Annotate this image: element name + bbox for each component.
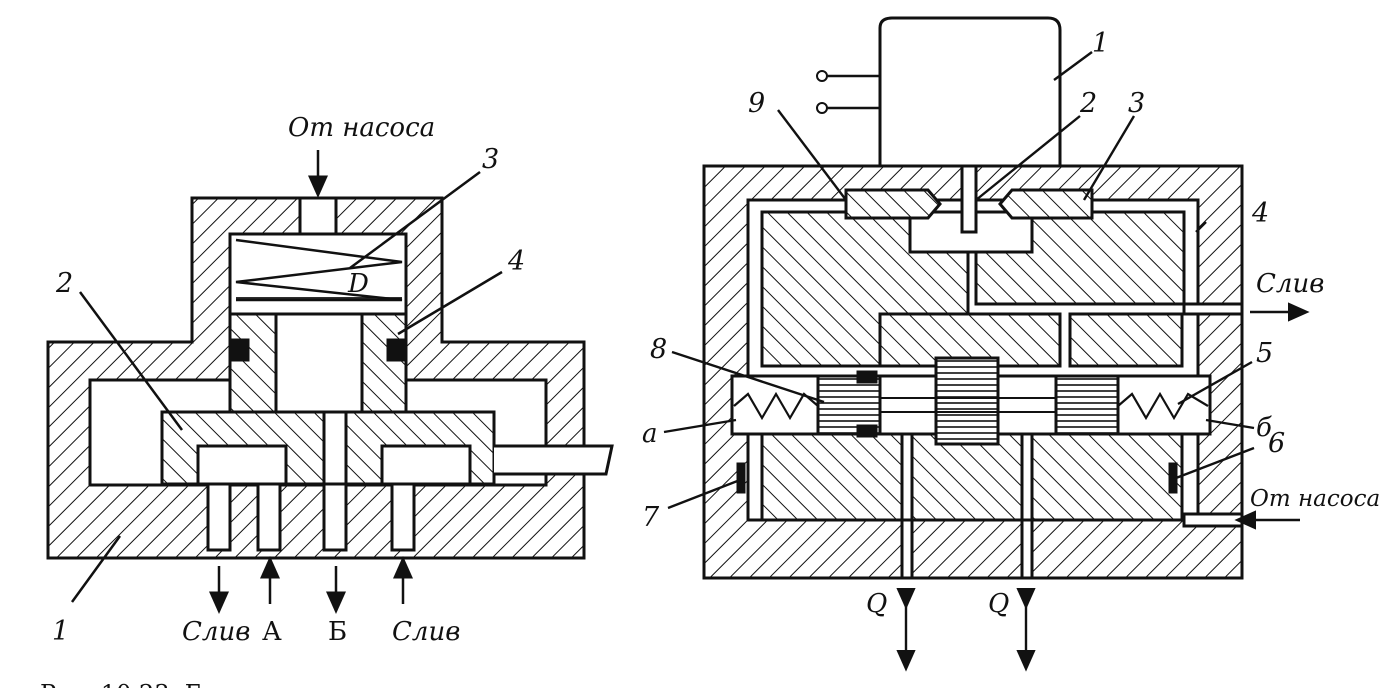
leader-r5: [1177, 360, 1253, 406]
right-part-8: 8: [650, 334, 667, 365]
label-a: а: [642, 419, 658, 449]
lower-block-right: [1030, 432, 1184, 522]
right-flow-arrows: [663, 51, 1310, 672]
right-part-7: 7: [642, 502, 660, 533]
spool-land-left: [816, 374, 882, 436]
inlet-channel: [298, 196, 338, 236]
label-drain-left: Слив: [182, 617, 250, 647]
label-drain-right: Слив: [392, 617, 460, 647]
filter-7: [736, 462, 746, 494]
lower-block-left: [760, 432, 904, 522]
left-part-3: 3: [482, 144, 499, 175]
right-part-9: 9: [748, 88, 765, 119]
left-part-2: 2: [55, 268, 73, 299]
leader-r1: [1053, 51, 1093, 81]
label-port-b: Б: [328, 617, 347, 647]
slider-pocket-right: [380, 444, 472, 486]
leader-4: [397, 270, 503, 336]
leader-r3: [1082, 115, 1136, 201]
right-valve-diagram: [702, 16, 1244, 580]
slider-slot: [322, 410, 348, 486]
left-part-1: 1: [52, 616, 69, 647]
leader-rb: [1205, 418, 1255, 430]
nozzle-9: [844, 188, 942, 220]
port-b: [322, 482, 348, 552]
leader-2: [78, 291, 184, 431]
port-drain-right: [390, 482, 416, 552]
terminal-bottom: [816, 102, 828, 114]
nozzle-3: [998, 188, 1094, 220]
label-drain-right-diagram: Слив: [1256, 269, 1324, 299]
filter-6: [1168, 462, 1178, 494]
label-b: б: [1256, 413, 1272, 443]
leader-ra: [663, 418, 737, 434]
spring-3: [235, 238, 403, 302]
outlet-left: [900, 518, 914, 580]
label-q-right: Q: [988, 589, 1009, 619]
label-q-left: Q: [866, 589, 887, 619]
right-part-1: 1: [1092, 28, 1109, 59]
seal-right: [386, 338, 406, 362]
slider-pocket-left: [196, 444, 288, 486]
spool-land-center: [934, 356, 1000, 446]
label-dimension-d: D: [347, 269, 369, 299]
right-part-6: 6: [1268, 428, 1285, 459]
leader-r9: [777, 109, 847, 201]
label-from-pump-right: От насоса: [1250, 486, 1380, 512]
leader-3: [349, 170, 481, 270]
leader-r6: [1175, 446, 1255, 480]
leader-r7: [667, 478, 741, 510]
spool-land-right: [1054, 374, 1120, 436]
seal-8-top: [856, 370, 878, 384]
plunger-bore: [274, 312, 364, 414]
pump-port: [1182, 512, 1244, 528]
right-part-4: 4: [1251, 198, 1269, 229]
torque-motor-1: [878, 16, 1062, 168]
spring-5: [1117, 391, 1209, 421]
label-from-pump-left: От насоса: [288, 113, 435, 143]
seal-8-bottom: [856, 424, 878, 438]
right-part-2: 2: [1079, 88, 1097, 119]
figure-caption: Рис. 10.23. Гидр: [40, 680, 247, 688]
leader-r4: [1195, 221, 1207, 233]
right-part-5: 5: [1256, 338, 1273, 369]
drain-port: [1182, 302, 1244, 316]
left-valve-diagram: [46, 196, 614, 560]
leader-r8: [671, 350, 825, 404]
left-flow-arrows: [70, 150, 503, 614]
terminal-top: [816, 70, 828, 82]
port-a: [256, 482, 282, 552]
right-part-3: 3: [1128, 88, 1145, 119]
port-drain-left: [206, 482, 232, 552]
leader-r2: [975, 115, 1081, 201]
left-part-4: 4: [507, 246, 525, 277]
slider-rod: [494, 444, 614, 476]
outlet-right: [1020, 518, 1034, 580]
spring-left: [733, 391, 819, 421]
seal-left: [230, 338, 250, 362]
mid-block-right: [1068, 312, 1184, 368]
label-port-a: А: [262, 617, 282, 647]
flapper-2: [960, 164, 978, 234]
leader-1: [70, 535, 122, 603]
lower-block-mid: [910, 432, 1024, 522]
